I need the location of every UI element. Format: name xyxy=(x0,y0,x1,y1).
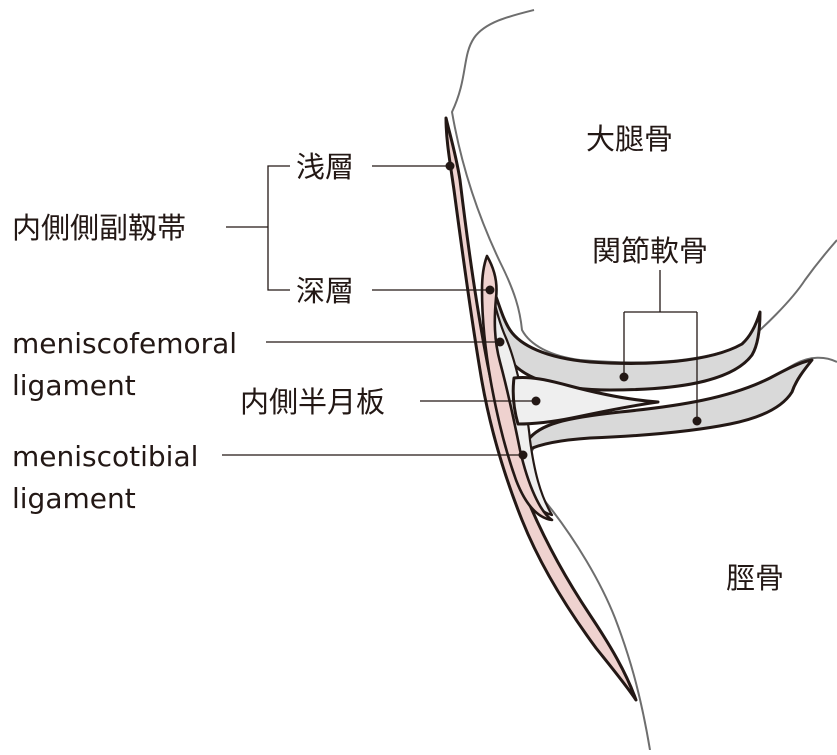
label-mcl: 内側側副靱帯 xyxy=(12,211,186,245)
femur-outline xyxy=(452,10,837,362)
label-femur: 大腿骨 xyxy=(586,122,673,156)
label-articular-cartilage: 関節軟骨 xyxy=(592,234,708,268)
dot-tibial-cartilage xyxy=(693,417,702,426)
label-meniscofemoral-2: ligament xyxy=(12,369,136,402)
label-tibia: 脛骨 xyxy=(726,561,784,595)
label-superficial-layer: 浅層 xyxy=(296,150,354,184)
mcl-bracket xyxy=(226,166,290,290)
label-meniscofemoral-1: meniscofemoral xyxy=(12,327,237,360)
dot-superficial xyxy=(446,162,455,171)
dot-meniscus xyxy=(532,397,541,406)
dot-meniscofemoral xyxy=(496,338,505,347)
label-meniscotibial-2: ligament xyxy=(12,482,136,515)
label-deep-layer: 深層 xyxy=(296,274,354,308)
label-medial-meniscus: 内側半月板 xyxy=(240,385,385,419)
label-meniscotibial-1: meniscotibial xyxy=(12,440,198,473)
dot-femoral-cartilage xyxy=(620,373,629,382)
dot-meniscotibial xyxy=(519,451,528,460)
dot-deep xyxy=(486,286,495,295)
